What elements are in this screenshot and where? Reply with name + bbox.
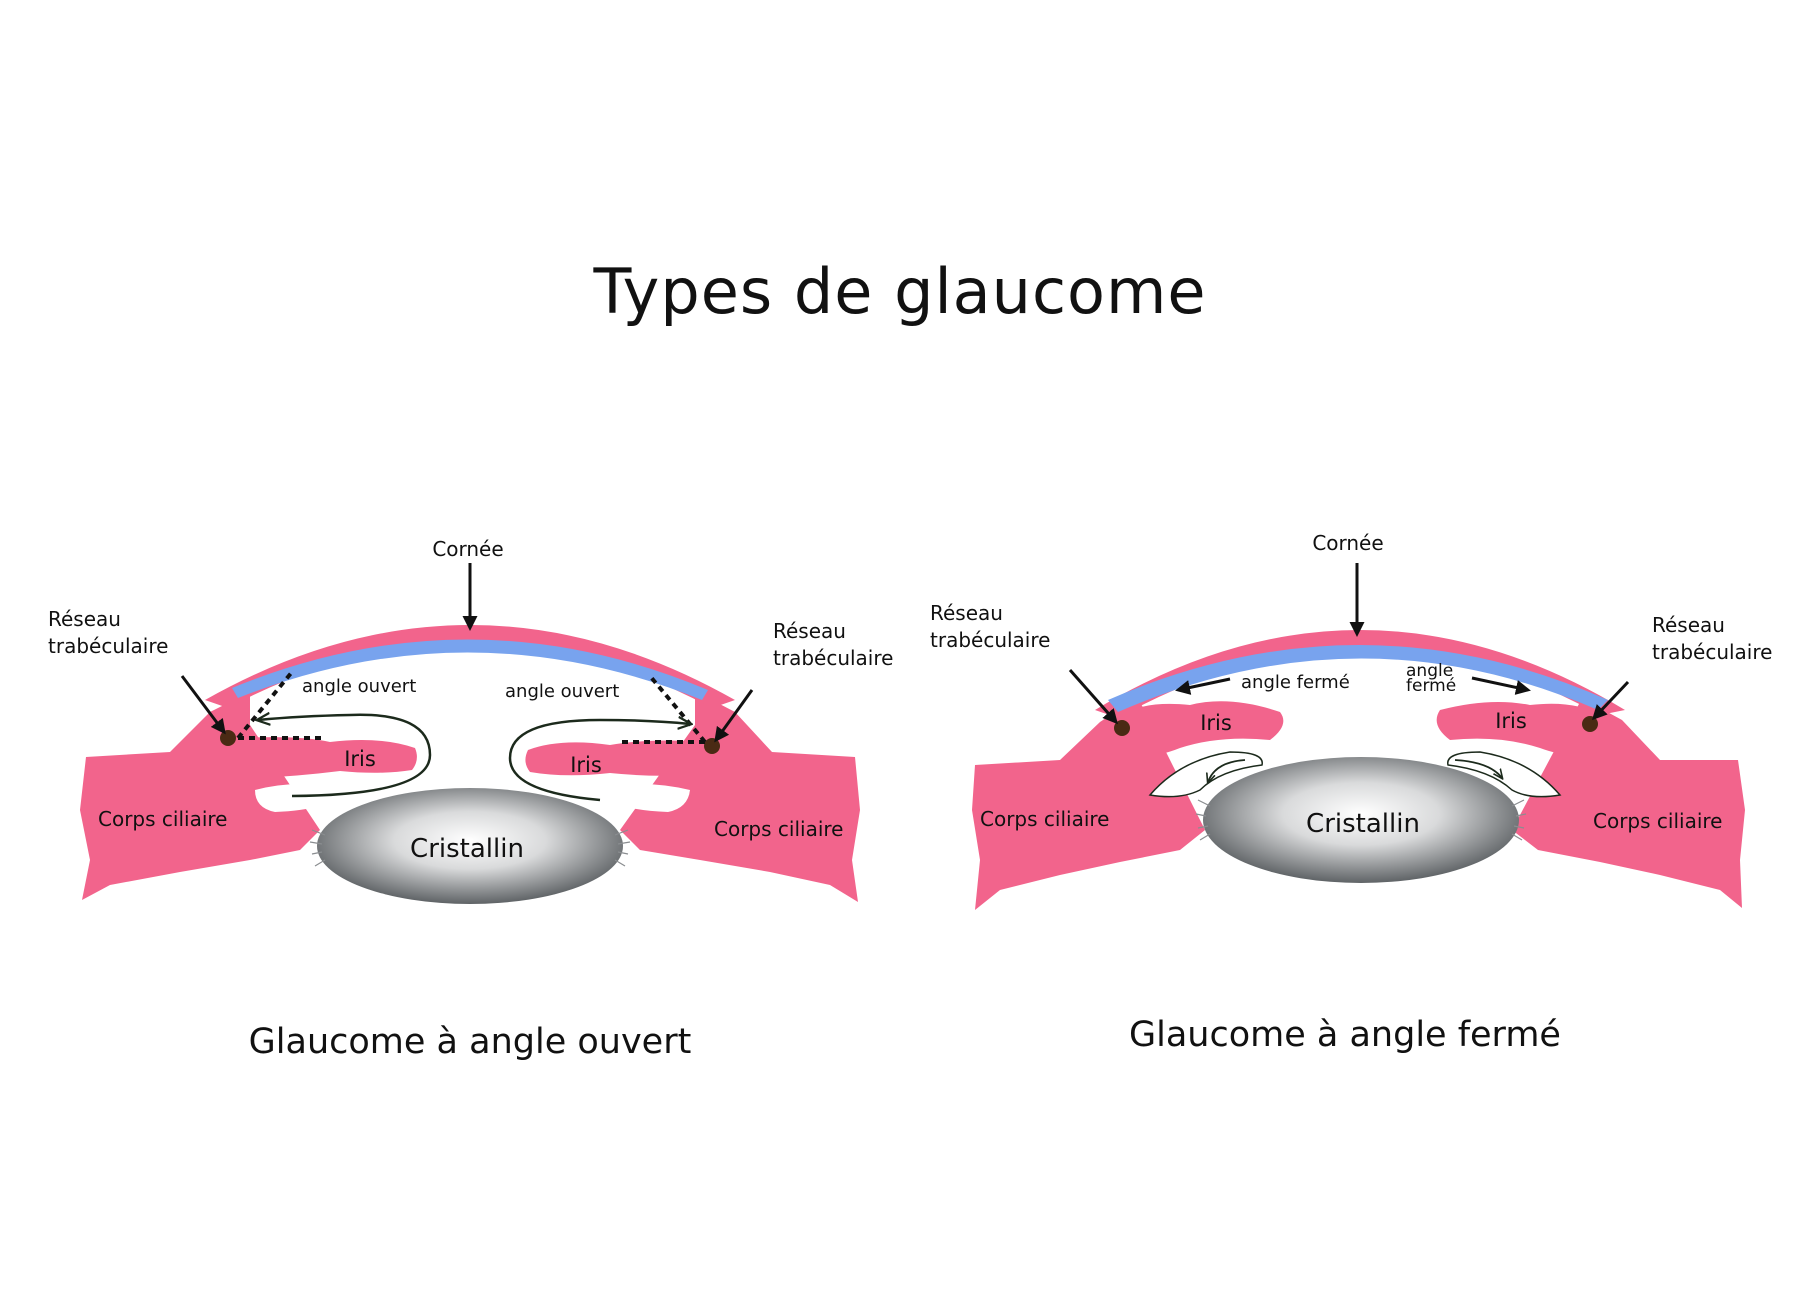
meshwork-left-label: Réseau trabéculaire <box>48 607 168 658</box>
angle-left-label: angle ouvert <box>302 676 416 697</box>
meshwork-right-arrow <box>714 689 754 743</box>
caption-open-angle: Glaucome à angle ouvert <box>248 1022 692 1062</box>
angle-lines-open <box>236 670 707 744</box>
zonule-fibers-right <box>1511 799 1527 841</box>
aqueous-flow-left <box>258 715 432 798</box>
figure-title: Types de glaucome <box>593 255 1207 328</box>
trabecular-meshwork-left <box>220 730 236 746</box>
meshwork-left-label-line: trabéculaire <box>48 634 168 658</box>
posterior-chamber-left <box>255 784 350 812</box>
aqueous-flow-right <box>508 720 690 802</box>
angle-right-label-line: fermé <box>1406 676 1456 696</box>
meshwork-left-arrow <box>1068 669 1118 725</box>
iris-left-shape <box>238 737 417 778</box>
trabecular-meshwork-left <box>1114 720 1130 736</box>
angle-right-label: angle ouvert <box>505 681 619 702</box>
angle-right-arrow <box>1471 676 1531 695</box>
cornea-label: Cornée <box>1312 531 1383 555</box>
iris-right-label: Iris <box>1495 709 1527 733</box>
lens-label: Cristallin <box>410 834 524 864</box>
angle-left-arrow <box>1175 677 1231 695</box>
zonule-fibers-left <box>309 829 326 867</box>
ciliary-right-label: Corps ciliaire <box>714 817 843 841</box>
aqueous-flow-right <box>1454 759 1502 778</box>
meshwork-left-arrow <box>180 675 226 735</box>
zonule-fibers-left <box>1195 799 1211 841</box>
iris-left-shape <box>1118 701 1284 757</box>
iris-left-label: Iris <box>1200 711 1232 735</box>
meshwork-right-label-line: trabéculaire <box>773 646 893 670</box>
ciliary-left-label: Corps ciliaire <box>980 807 1109 831</box>
lens-label: Cristallin <box>1306 809 1420 839</box>
posterior-chamber-right <box>590 784 690 812</box>
cornea-shape <box>1095 630 1625 718</box>
meshwork-left-label: Réseau trabéculaire <box>930 601 1050 652</box>
angle-right-label-line: angle <box>1406 661 1453 681</box>
meshwork-right-label-line: Réseau <box>1652 613 1725 637</box>
meshwork-right-label: Réseau trabéculaire <box>773 619 893 670</box>
meshwork-left-label-line: Réseau <box>930 601 1003 625</box>
iris-right-shape <box>525 740 706 776</box>
open-angle-diagram: Cornée Réseau trabéculaire Réseau trabécul… <box>48 537 893 904</box>
zonule-fibers-right <box>614 829 631 867</box>
trabecular-meshwork-right <box>704 738 720 754</box>
ciliary-body-right-shape <box>620 692 860 902</box>
ciliary-right-label: Corps ciliaire <box>1593 809 1722 833</box>
closed-angle-diagram: Cornée Réseau trabéculaire Réseau trabécul… <box>930 531 1772 910</box>
lens-shape <box>1203 757 1519 883</box>
iris-left-label: Iris <box>344 747 376 771</box>
meshwork-right-label-line: Réseau <box>773 619 846 643</box>
cornea-inner-layer <box>232 639 708 700</box>
lens-shape <box>317 788 623 904</box>
ciliary-left-label: Corps ciliaire <box>98 807 227 831</box>
cornea-label: Cornée <box>432 537 503 561</box>
meshwork-right-label: Réseau trabéculaire <box>1652 613 1772 664</box>
iris-right-shape <box>1436 701 1600 756</box>
cornea-shape <box>205 625 735 708</box>
meshwork-left-label-line: Réseau <box>48 607 121 631</box>
iris-right-label: Iris <box>570 753 602 777</box>
caption-closed-angle: Glaucome à angle fermé <box>1129 1015 1561 1055</box>
angle-left-label: angle fermé <box>1241 672 1350 693</box>
aqueous-flow-left <box>1208 759 1246 782</box>
cornea-inner-layer <box>1108 645 1608 712</box>
meshwork-left-label-line: trabéculaire <box>930 628 1050 652</box>
meshwork-right-label-line: trabéculaire <box>1652 640 1772 664</box>
meshwork-right-arrow <box>1591 680 1630 721</box>
